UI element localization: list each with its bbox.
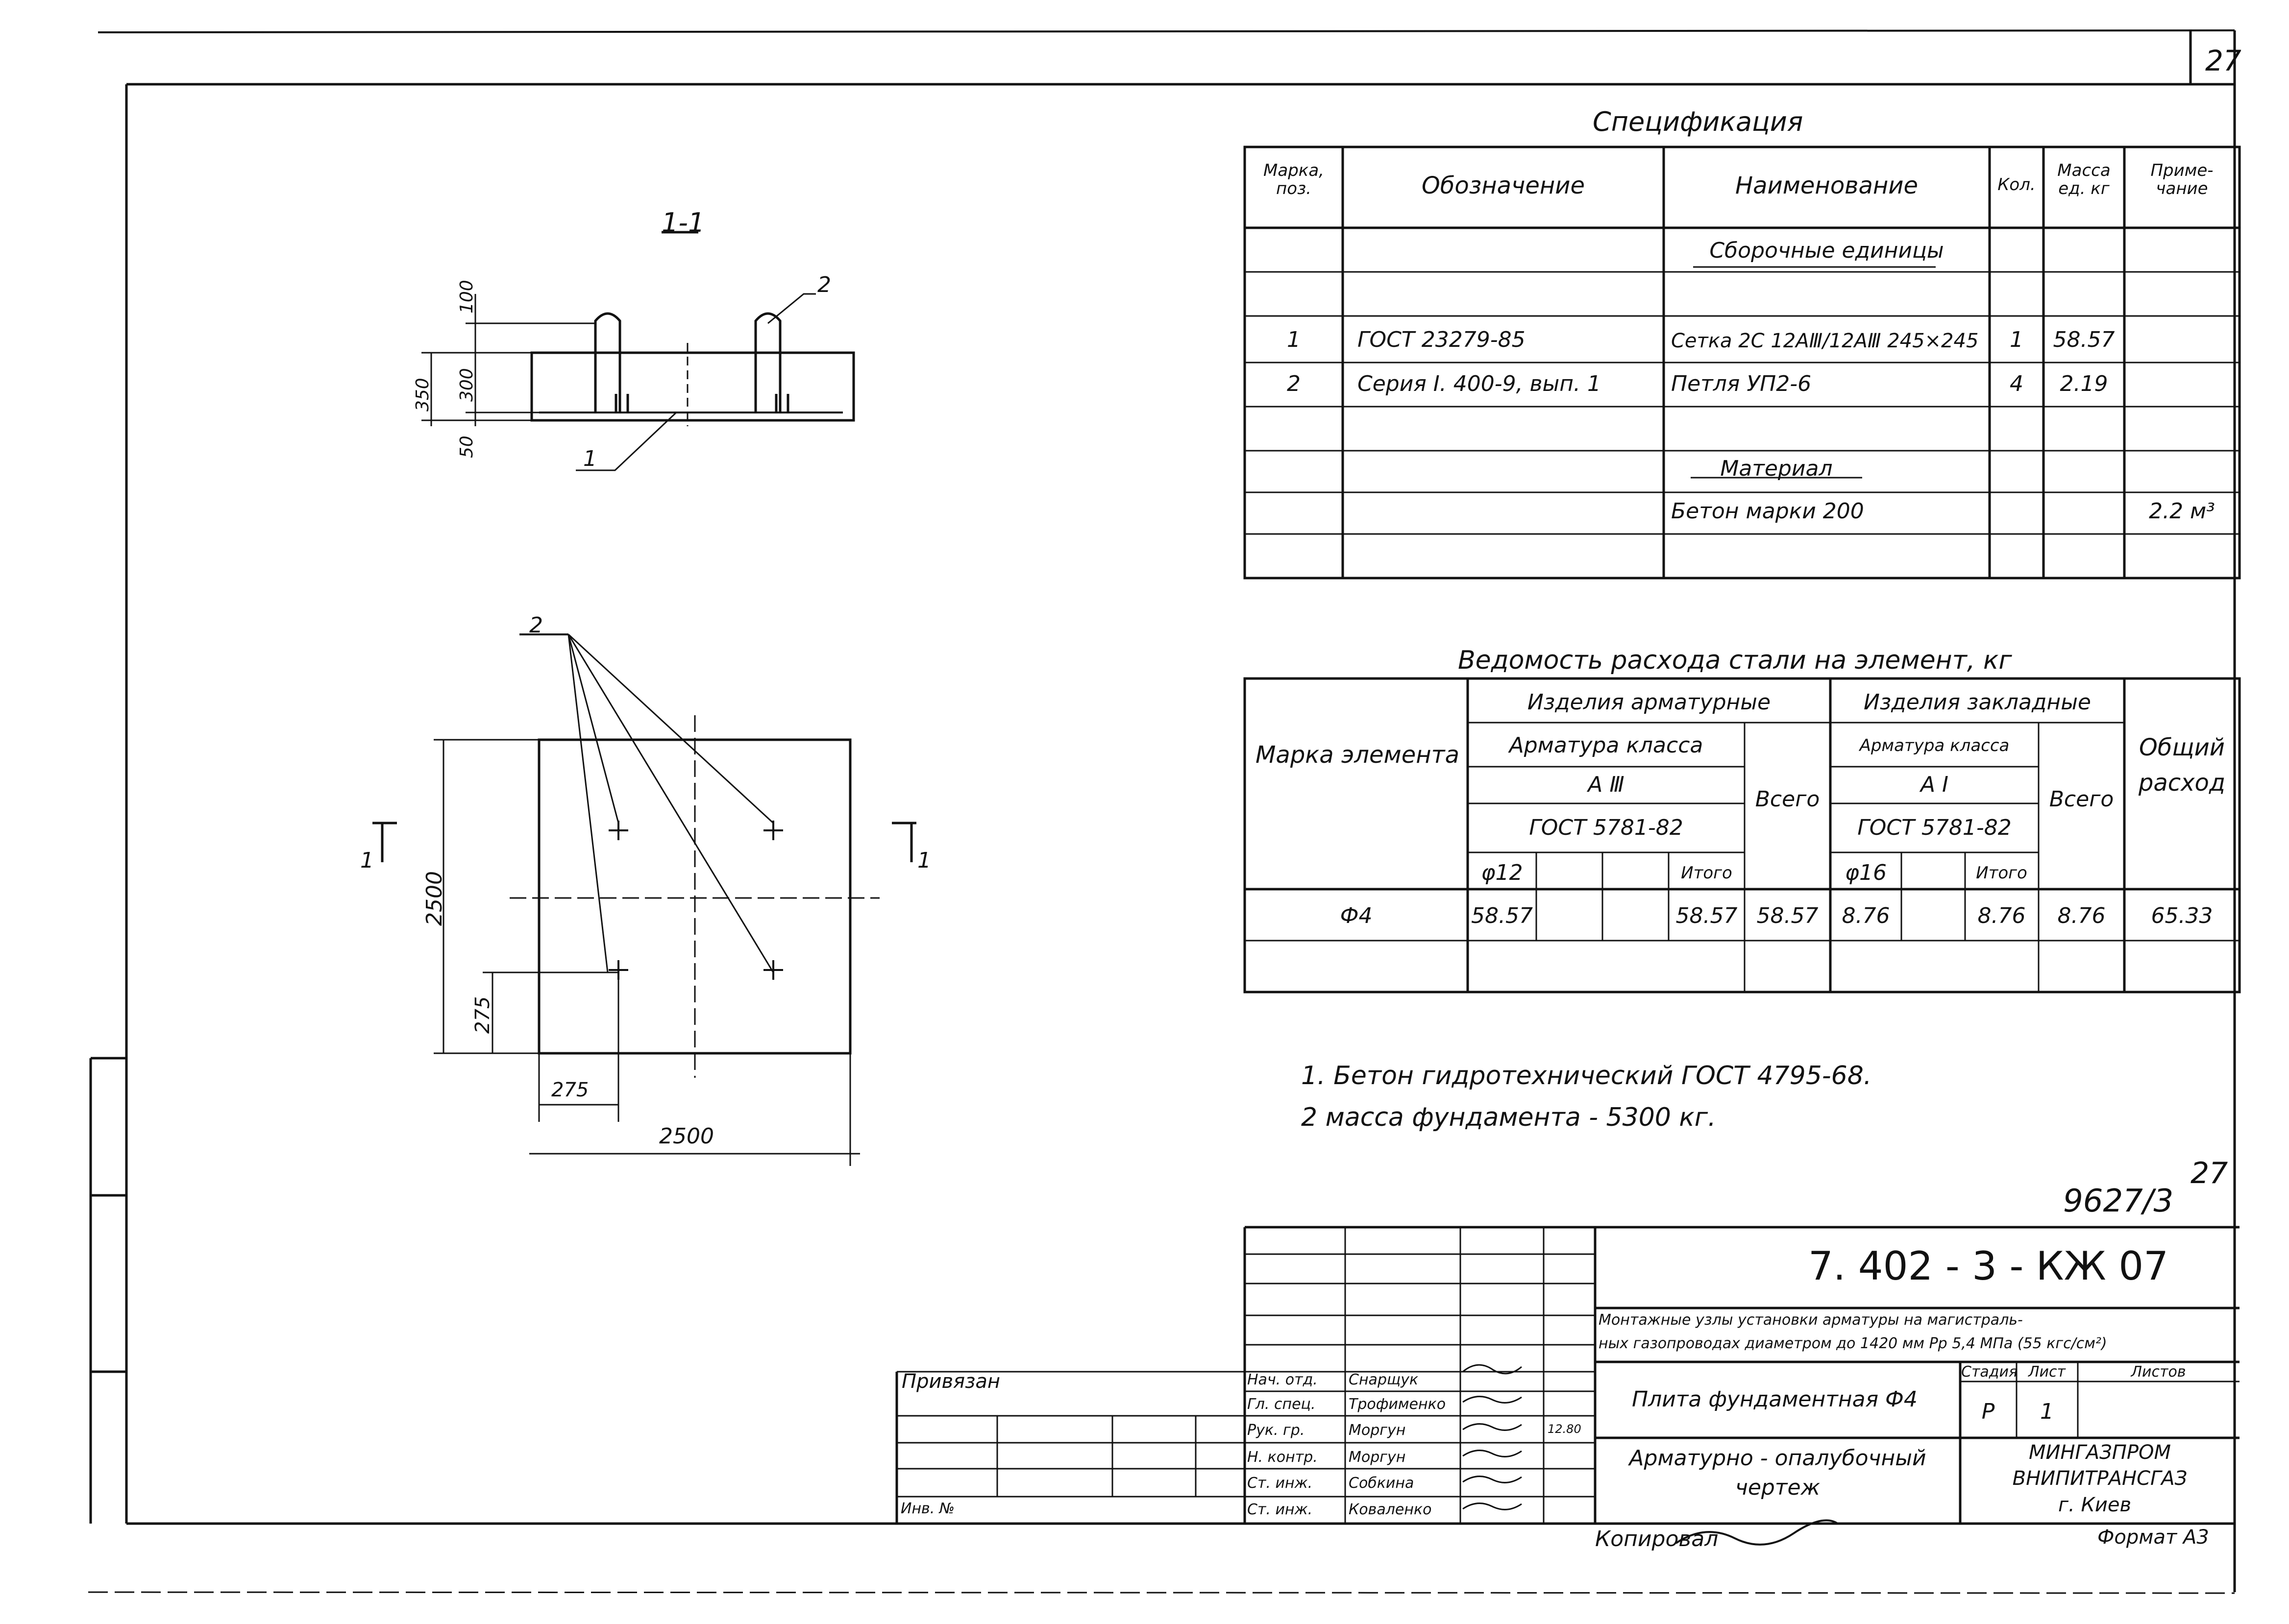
col-sheet: Лист [2028, 1363, 2066, 1381]
steel-sub2-0: φ16 [1845, 860, 1887, 885]
steel-class-2: А I [1920, 772, 1949, 797]
steel-total-label-1: Всего [1755, 787, 1820, 812]
dim-100: 100 [457, 280, 477, 314]
binding-label: Привязан [902, 1370, 1001, 1393]
steel-row-overall: 65.33 [2151, 903, 2213, 928]
dim-350: 350 [413, 378, 433, 412]
spec-header-mass: Масса ед. кг [2057, 161, 2111, 199]
doc-code: 7. 402 - 3 - КЖ 07 [1808, 1243, 2168, 1289]
steel-overall-label: Общий расход [2138, 734, 2226, 797]
spec-material-note: 2.2 м³ [2149, 499, 2215, 524]
date: 12.80 [1548, 1422, 1581, 1436]
role-1: Гл. спец. [1247, 1396, 1316, 1413]
name-0: Снарщук [1349, 1371, 1419, 1388]
steel-sub2-2: Итого [1976, 863, 2027, 883]
dim-300: 300 [457, 368, 477, 402]
org-2: ВНИПИТРАНСГАЗ [2012, 1467, 2188, 1490]
plan-dim-2500-v: 2500 [422, 871, 447, 926]
steel-armclass-1: Арматура класса [1509, 733, 1703, 758]
steel-row-mark: Ф4 [1340, 903, 1373, 928]
org-3: г. Киев [2058, 1494, 2132, 1516]
spec-title: Спецификация [1593, 106, 1803, 137]
steel-sub1-3: Итого [1681, 863, 1732, 883]
sheet-title: Плита фундаментная Ф4 [1632, 1387, 1918, 1412]
plan-callout-2: 2 [529, 613, 543, 638]
plan-dim-275-h: 275 [551, 1079, 589, 1101]
steel-title: Ведомость расхода стали на элемент, кг [1458, 646, 2012, 675]
steel-armclass-2: Арматура класса [1859, 736, 2010, 755]
name-1: Трофименко [1349, 1396, 1446, 1413]
format-label: Формат А3 [2097, 1526, 2209, 1549]
spec-header-name: Наименование [1735, 172, 1918, 199]
name-4: Собкина [1349, 1475, 1414, 1492]
plan-dim-2500-h: 2500 [659, 1124, 714, 1149]
steel-row-b-total: 8.76 [2057, 903, 2106, 928]
spec-section-assembly: Сборочные единицы [1709, 238, 1944, 263]
spec-row1-qty: 1 [2010, 327, 2023, 352]
spec-row1-mass: 58.57 [2053, 327, 2115, 352]
spec-material-name: Бетон марки 200 [1671, 499, 1864, 524]
steel-row-a1: 58.57 [1471, 903, 1533, 928]
cut-mark-left: 1 [360, 848, 374, 873]
col-sheets: Листов [2131, 1363, 2186, 1381]
project-line-1: Монтажные узлы установки арматуры на маг… [1599, 1311, 2023, 1329]
spec-row2-qty: 4 [2010, 371, 2023, 396]
spec-header-note: Приме-чание [2150, 161, 2214, 199]
role-4: Ст. инж. [1247, 1475, 1313, 1492]
section-title: 1-1 [662, 207, 705, 238]
spec-header-qty: Кол. [1997, 175, 2036, 194]
steel-gost-1: ГОСТ 5781-82 [1529, 815, 1683, 840]
steel-class-1: А Ⅲ [1588, 772, 1624, 797]
steel-gost-2: ГОСТ 5781-82 [1857, 815, 2012, 840]
note-1: 1. Бетон гидротехнический ГОСТ 4795-68. [1301, 1061, 1872, 1091]
steel-row-a-total: 58.57 [1756, 903, 1819, 928]
org-1: МИНГАЗПРОМ [2029, 1441, 2171, 1464]
project-line-2: ных газопроводах диаметром до 1420 мм Рр… [1599, 1335, 2107, 1352]
spec-section-material: Материал [1720, 456, 1833, 481]
spec-row1-pos: 1 [1287, 327, 1301, 352]
sheet-number: 27 [2205, 44, 2241, 77]
steel-col-mark: Марка элемента [1255, 741, 1459, 769]
callout-1: 1 [583, 446, 597, 471]
role-5: Ст. инж. [1247, 1501, 1313, 1518]
steel-group-2: Изделия закладные [1864, 690, 2091, 715]
plan-dim-275-v: 275 [471, 996, 494, 1034]
callout-2: 2 [817, 272, 831, 297]
col-stage: Стадия [1961, 1363, 2018, 1381]
sheet-value: 1 [2040, 1399, 2054, 1424]
spec-row2-name: Петля УП2-6 [1671, 371, 1812, 396]
spec-header-code: Обозначение [1421, 172, 1585, 199]
dim-50: 50 [457, 436, 477, 458]
role-3: Н. контр. [1247, 1449, 1318, 1466]
steel-row-a-itogo: 58.57 [1675, 903, 1738, 928]
copied-label: Копировал [1595, 1527, 1719, 1551]
steel-row-b1: 8.76 [1842, 903, 1890, 928]
name-3: Моргун [1349, 1449, 1406, 1466]
archive-number: 9627/3 [2063, 1183, 2174, 1219]
steel-row-b-itogo: 8.76 [1977, 903, 2026, 928]
role-0: Нач. отд. [1247, 1371, 1318, 1388]
steel-group-1: Изделия арматурные [1527, 690, 1771, 715]
spec-row2-code: Серия I. 400-9, вып. 1 [1357, 371, 1601, 396]
role-2: Рук. гр. [1247, 1422, 1305, 1439]
spec-row1-code: ГОСТ 23279-85 [1357, 327, 1526, 352]
name-2: Моргун [1349, 1422, 1406, 1439]
spec-row1-name: Сетка 2С 12АⅢ/12АⅢ 245×245 [1671, 330, 1979, 352]
drawing-type-1: Арматурно - опалубочный [1629, 1446, 1926, 1471]
spec-row2-pos: 2 [1287, 371, 1301, 396]
spec-header-pos: Марка, поз. [1263, 161, 1324, 199]
corner-number: 27 [2191, 1156, 2228, 1190]
name-5: Коваленко [1349, 1501, 1432, 1518]
stage-value: Р [1981, 1399, 1995, 1424]
steel-total-label-2: Всего [2049, 787, 2114, 812]
drawing-type-2: чертеж [1735, 1475, 1821, 1500]
steel-sub1-0: φ12 [1481, 860, 1523, 885]
cut-mark-right: 1 [917, 848, 931, 873]
note-2: 2 масса фундамента - 5300 кг. [1301, 1103, 1716, 1132]
inv-label: Инв. № [901, 1500, 955, 1517]
spec-row2-mass: 2.19 [2060, 371, 2108, 396]
